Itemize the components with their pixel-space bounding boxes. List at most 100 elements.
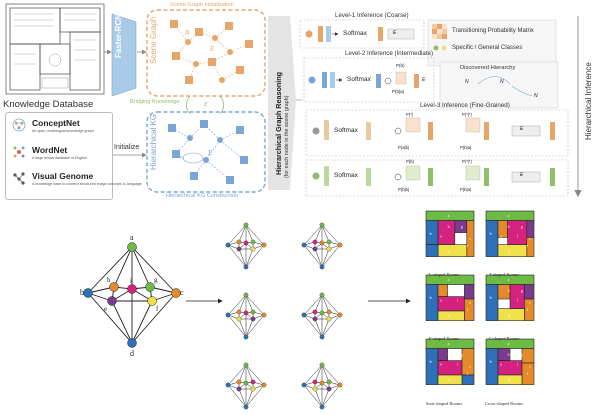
small-graph-node [261, 382, 267, 388]
room-cell-label: f [527, 307, 529, 312]
room-cell-label: d [448, 377, 450, 382]
room-cell [425, 348, 439, 385]
small-graph-5 [225, 362, 267, 410]
room-cell-label: g [521, 288, 523, 293]
small-graph-node [243, 264, 249, 270]
node-label-b: b [80, 288, 84, 297]
small-graph-node [312, 309, 318, 315]
kb-name-visual-genome: Visual Genome [32, 171, 94, 181]
small-graph-edge [227, 244, 247, 268]
small-graph-edge [245, 384, 265, 408]
small-graph-node [243, 404, 249, 410]
small-graph-edge [321, 364, 330, 383]
l3-pstarstar: P(*|*) [462, 112, 472, 117]
room-cell-label: e [500, 361, 502, 366]
l3-er-1: E [520, 126, 524, 132]
room-cell-label: d [448, 313, 450, 318]
room-caption-l: L-shaped Rooms [428, 272, 460, 277]
room-cell-label: i [457, 297, 459, 302]
ncpt-label: N [180, 155, 184, 160]
scene-graph-label: Scene Graph [149, 16, 158, 64]
small-graph-edge [321, 294, 341, 316]
kb-name-wordnet: WordNet [32, 145, 68, 155]
room-cell [437, 348, 448, 361]
hier-kg-construction-label: Hierarchical KG Construction [166, 193, 239, 199]
small-graph-node [312, 239, 318, 245]
small-graph-node [243, 292, 249, 298]
class-legend-icon [433, 45, 447, 51]
small-graph-edge [321, 224, 330, 243]
l3-pbsa: P(b|a) [460, 187, 472, 192]
room-cell-label: h [508, 224, 510, 229]
l3-pbb: P(b|b) [398, 187, 410, 192]
room-cell [425, 220, 439, 245]
small-graph-node [326, 386, 332, 392]
level1-title: Level-1 Inference (Coarse) [335, 12, 409, 19]
small-graph-edge [238, 364, 247, 383]
room-cell-label: f [467, 371, 469, 376]
room-cell [437, 284, 448, 297]
level1-softmax: Softmax [343, 30, 367, 37]
room-cell-label: i [517, 361, 519, 366]
ec-label: E [208, 149, 213, 157]
discovered-box [439, 61, 559, 109]
small-graph-edge [245, 294, 254, 313]
small-graph-edge [245, 224, 254, 243]
kb-name-conceptnet: ConceptNet [32, 118, 80, 128]
l3-pstar: P(*) [406, 112, 414, 117]
small-graph-edge [245, 294, 265, 316]
room-cell-label: d [448, 249, 450, 254]
room-cell-label: e [500, 233, 502, 238]
l3-pba: P(b|a) [460, 145, 472, 150]
room-cell [437, 310, 465, 321]
small-graph-edge [227, 314, 247, 338]
room-cell-label: e [440, 361, 442, 366]
room-cell-label: a [508, 213, 510, 218]
small-graph-edge [303, 294, 323, 316]
small-graph-node [261, 242, 267, 248]
room-cell-label: d [508, 249, 510, 254]
room-cell-label: i [517, 297, 519, 302]
small-graph-node [236, 386, 242, 392]
hier-kg-nodes [168, 120, 248, 184]
graph-icon [13, 172, 25, 185]
small-graph-node [250, 386, 256, 392]
small-graph-node [250, 239, 256, 245]
room-cell-label: c [469, 236, 471, 241]
small-graph-edge [321, 384, 341, 408]
room-cell [425, 338, 475, 349]
small-graph-node [243, 240, 249, 246]
legend-classes-text: Specific / General Classes [452, 45, 523, 51]
node-label-c: c [180, 288, 184, 297]
small-graph-edge [303, 224, 323, 246]
small-graph-node [236, 246, 242, 252]
small-graph-edge [238, 388, 247, 408]
dual-graph-nodes [83, 242, 181, 348]
legend-matrix-text: Transitioning Probability Matrix [452, 28, 534, 34]
small-graph-edge [321, 318, 330, 338]
discovered-n3: N [534, 93, 538, 99]
room-cell-label: c [529, 236, 531, 241]
pipeline-diagram: Faster-RCNN Scene Graph Scene Graph Init… [0, 0, 600, 205]
small-graph-edge [245, 248, 254, 268]
small-graph-node [326, 379, 332, 385]
matrix-legend-icon [432, 24, 447, 39]
room-caption-c: C-shaped Rooms [488, 336, 520, 341]
small-graph-2 [301, 222, 343, 270]
small-graph-node [312, 316, 318, 322]
small-graph-node [319, 310, 325, 316]
small-graph-edge [321, 248, 330, 268]
small-graph-edge [321, 364, 341, 386]
node-label-e: e [104, 305, 108, 313]
knowledge-db-panel: ConceptNet An open, multilingual knowled… [5, 112, 142, 200]
room-cell-label: b [430, 295, 432, 300]
network-icon [12, 118, 26, 132]
small-graph-4 [301, 292, 343, 340]
small-graph-edge [245, 314, 265, 338]
